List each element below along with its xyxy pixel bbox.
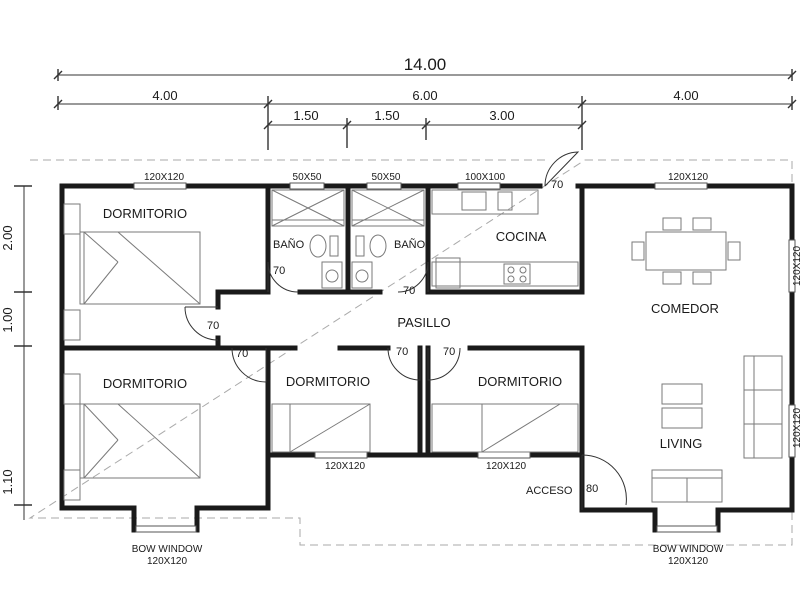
bed-dormitorio-1 [63, 203, 201, 341]
door-label-dormitorio-4: 70 [443, 346, 455, 358]
dim-left-height-1: 2.00 [0, 225, 15, 250]
dim-sub-segment-1: 1.50 [293, 108, 318, 123]
room-label-dormitorio-2: DORMITORIO [103, 376, 187, 391]
living-furniture [651, 355, 783, 503]
dim-left-height-3: 1.10 [0, 469, 15, 494]
site-outline [28, 159, 793, 546]
room-label-comedor: COMEDOR [651, 301, 719, 316]
bow-window-left-size: 120X120 [147, 556, 187, 567]
dim-sub-segment-3: 3.00 [489, 108, 514, 123]
bed-dormitorio-2 [63, 373, 201, 501]
window-label-dorm-4-bottom: 120X120 [486, 461, 526, 472]
door-label-acceso: 80 [586, 483, 598, 495]
door-label-bath-1: 70 [273, 265, 285, 277]
dim-sub-segment-2: 1.50 [374, 108, 399, 123]
door-label-bath-2: 70 [403, 285, 415, 297]
dim-middle-segment: 6.00 [412, 88, 437, 103]
window-label-right-2: 120X120 [792, 408, 800, 448]
bow-window-right-title: BOW WINDOW [653, 544, 724, 555]
door-label-top: 70 [551, 179, 563, 191]
window-label-bath-2: 50X50 [372, 172, 401, 183]
dim-right-segment: 4.00 [673, 88, 698, 103]
room-label-pasillo: PASILLO [397, 315, 450, 330]
window-label-right-1: 120X120 [792, 246, 800, 286]
room-label-dormitorio-4: DORMITORIO [478, 374, 562, 389]
bow-window-left-title: BOW WINDOW [132, 544, 203, 555]
bathroom-2-fixtures [351, 189, 425, 289]
window-label-comedor-top: 120X120 [668, 172, 708, 183]
dim-left-height-2: 1.00 [0, 307, 15, 332]
dim-total-width: 14.00 [404, 55, 447, 74]
room-label-living: LIVING [660, 436, 703, 451]
door-label-dormitorio-3: 70 [396, 346, 408, 358]
kitchen-fixtures [431, 189, 579, 289]
room-label-bano-1: BAÑO [273, 238, 305, 251]
bow-window-right-size: 120X120 [668, 556, 708, 567]
window-label-dorm-3-bottom: 120X120 [325, 461, 365, 472]
dim-left-segment: 4.00 [152, 88, 177, 103]
closet-dormitorio-4 [431, 403, 579, 453]
room-label-dormitorio-1: DORMITORIO [103, 206, 187, 221]
dining-table [631, 217, 741, 285]
window-label-bath-1: 50X50 [293, 172, 322, 183]
dimension-lines [14, 69, 797, 520]
windows [133, 182, 796, 533]
door-label-dormitorio-1: 70 [207, 320, 219, 332]
closet-dormitorio-3 [271, 403, 371, 453]
room-label-acceso: ACCESO [526, 485, 573, 497]
window-label-dorm-top: 120X120 [144, 172, 184, 183]
bathroom-1-fixtures [271, 189, 345, 289]
window-label-kitchen: 100X100 [465, 172, 505, 183]
door-label-dormitorio-2: 70 [236, 348, 248, 360]
room-label-bano-2: BAÑO [394, 238, 426, 251]
room-label-cocina: COCINA [496, 229, 547, 244]
interior-walls [59, 183, 585, 458]
room-label-dormitorio-3: DORMITORIO [286, 374, 370, 389]
doors [184, 151, 627, 510]
